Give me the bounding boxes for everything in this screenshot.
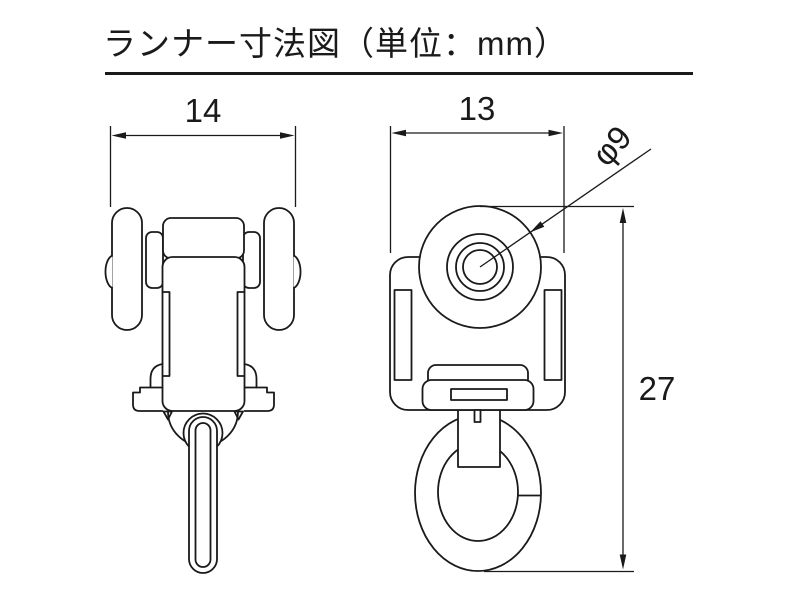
leader-line [479,148,652,268]
side-view [389,205,566,572]
left-roller [111,207,143,331]
left-axle-cap [104,254,113,289]
right-rail [543,289,563,381]
left-flange-wing [132,386,164,412]
stem-slit [473,409,482,423]
right-groove [236,291,246,377]
side-width-label: 13 [459,90,496,127]
wheel-hub-ring [446,233,514,301]
right-shoulder [243,363,258,389]
height-label: 27 [639,370,676,407]
arrowhead-up [619,208,627,223]
front-width-label: 14 [185,92,222,129]
front-width-dimension: 14 [109,92,297,207]
left-rail [393,289,413,381]
page-title: ランナー寸法図（単位：mm） [103,25,568,62]
wheel-axle-hole [462,249,498,285]
right-roller [263,207,295,331]
left-hub [145,231,164,289]
left-shoulder [149,363,164,389]
body-cap [162,217,245,260]
right-axle-cap [293,254,302,289]
hook-loop-inner [194,422,212,568]
arrowhead-left [111,132,126,139]
arrowhead-left [391,129,406,137]
leader-arrowhead [530,221,545,233]
runner-body-front [161,256,246,412]
right-hub [242,231,261,289]
wheel-axle-ring [455,242,505,292]
arrowhead-down [619,554,627,570]
wheel-diameter-label: φ9 [585,119,639,173]
arrowhead-right [280,132,295,139]
title-underline [105,72,693,75]
right-flange-wing [243,386,275,412]
front-view [104,207,302,574]
left-groove [161,291,171,377]
height-dimension: 27 [480,205,676,573]
holder-slot [450,388,508,401]
side-width-dimension: 13 [389,90,565,253]
arrowhead-right [548,129,563,137]
